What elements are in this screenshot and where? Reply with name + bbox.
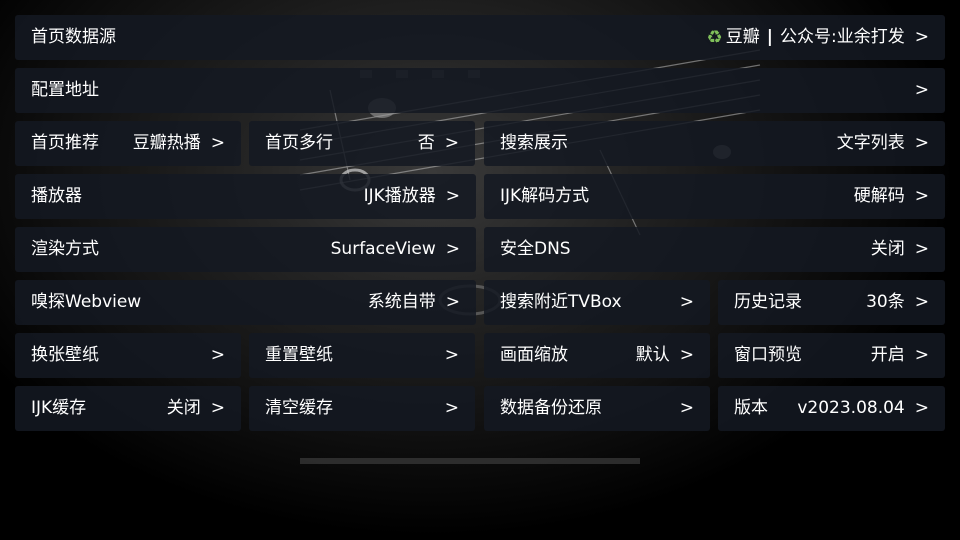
official-account-text: 公众号:业余打发	[780, 27, 905, 47]
history-value: 30条	[866, 292, 905, 312]
ijk-cache-value: 关闭	[166, 398, 201, 418]
backup-restore-item[interactable]: 数据备份还原 >	[484, 386, 710, 431]
history-label: 历史记录	[734, 292, 802, 312]
home-recommend-label: 首页推荐	[31, 133, 99, 153]
change-wallpaper-item[interactable]: 换张壁纸 >	[15, 333, 241, 378]
reset-wallpaper-item[interactable]: 重置壁纸 >	[249, 333, 475, 378]
search-nearby-tvbox-item[interactable]: 搜索附近TVBox >	[484, 280, 710, 325]
search-display-value: 文字列表	[836, 133, 905, 153]
recycle-icon: ♻	[706, 26, 723, 48]
search-nearby-tvbox-label: 搜索附近TVBox	[500, 292, 622, 312]
window-preview-value: 开启	[870, 345, 905, 365]
secure-dns-label: 安全DNS	[500, 239, 571, 259]
window-preview-item[interactable]: 窗口预览 开启 >	[718, 333, 945, 378]
sniff-webview-item[interactable]: 嗅探Webview 系统自带 >	[15, 280, 476, 325]
chevron-right-icon: >	[445, 239, 460, 259]
render-mode-item[interactable]: 渲染方式 SurfaceView >	[15, 227, 476, 272]
search-display-item[interactable]: 搜索展示 文字列表 >	[484, 121, 945, 166]
chevron-right-icon: >	[914, 27, 929, 47]
chevron-right-icon: >	[444, 345, 459, 365]
backup-restore-label: 数据备份还原	[500, 398, 602, 418]
search-display-label: 搜索展示	[500, 133, 568, 153]
home-data-source-value: 豆瓣	[725, 27, 760, 47]
chevron-right-icon: >	[210, 345, 225, 365]
picture-scale-value: 默认	[635, 345, 670, 365]
chevron-right-icon: >	[914, 80, 929, 100]
chevron-right-icon: >	[914, 292, 929, 312]
player-label: 播放器	[31, 186, 82, 206]
home-multirow-value: 否	[417, 133, 435, 153]
change-wallpaper-label: 换张壁纸	[31, 345, 99, 365]
clear-cache-item[interactable]: 清空缓存 >	[249, 386, 475, 431]
render-mode-label: 渲染方式	[31, 239, 99, 259]
picture-scale-label: 画面缩放	[500, 345, 568, 365]
chevron-right-icon: >	[914, 345, 929, 365]
home-data-source-label: 首页数据源	[31, 27, 116, 47]
version-label: 版本	[734, 398, 768, 418]
history-item[interactable]: 历史记录 30条 >	[718, 280, 945, 325]
chevron-right-icon: >	[679, 398, 694, 418]
chevron-right-icon: >	[679, 292, 694, 312]
chevron-right-icon: >	[914, 239, 929, 259]
chevron-right-icon: >	[914, 398, 929, 418]
ijk-cache-label: IJK缓存	[31, 398, 87, 418]
secure-dns-item[interactable]: 安全DNS 关闭 >	[484, 227, 945, 272]
render-mode-value: SurfaceView	[330, 239, 436, 259]
home-data-source-item[interactable]: 首页数据源 ♻ 豆瓣 | 公众号:业余打发 >	[15, 15, 945, 60]
ijk-decode-label: IJK解码方式	[500, 186, 590, 206]
chevron-right-icon: >	[210, 133, 225, 153]
ijk-decode-value: 硬解码	[853, 186, 905, 206]
version-value: v2023.08.04	[797, 398, 905, 418]
separator: |	[766, 27, 774, 47]
chevron-right-icon: >	[679, 345, 694, 365]
clear-cache-label: 清空缓存	[265, 398, 333, 418]
sniff-webview-value: 系统自带	[367, 292, 436, 312]
window-preview-label: 窗口预览	[734, 345, 802, 365]
player-item[interactable]: 播放器 IJK播放器 >	[15, 174, 476, 219]
chevron-right-icon: >	[914, 186, 929, 206]
reset-wallpaper-label: 重置壁纸	[265, 345, 333, 365]
chevron-right-icon: >	[914, 133, 929, 153]
home-multirow-item[interactable]: 首页多行 否 >	[249, 121, 475, 166]
ijk-decode-item[interactable]: IJK解码方式 硬解码 >	[484, 174, 945, 219]
config-url-label: 配置地址	[31, 80, 99, 100]
config-url-item[interactable]: 配置地址 >	[15, 68, 945, 113]
chevron-right-icon: >	[210, 398, 225, 418]
sniff-webview-label: 嗅探Webview	[31, 292, 142, 312]
player-value: IJK播放器	[363, 186, 436, 206]
chevron-right-icon: >	[445, 292, 460, 312]
home-recommend-item[interactable]: 首页推荐 豆瓣热播 >	[15, 121, 241, 166]
picture-scale-item[interactable]: 画面缩放 默认 >	[484, 333, 710, 378]
secure-dns-value: 关闭	[870, 239, 905, 259]
home-multirow-label: 首页多行	[265, 133, 333, 153]
version-item[interactable]: 版本 v2023.08.04 >	[718, 386, 945, 431]
chevron-right-icon: >	[444, 133, 459, 153]
ijk-cache-item[interactable]: IJK缓存 关闭 >	[15, 386, 241, 431]
chevron-right-icon: >	[445, 186, 460, 206]
home-recommend-value: 豆瓣热播	[132, 133, 201, 153]
chevron-right-icon: >	[444, 398, 459, 418]
